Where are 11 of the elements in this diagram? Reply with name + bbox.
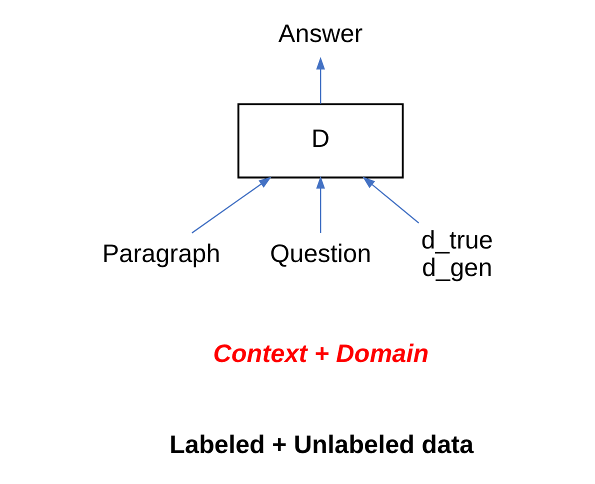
node-text: Answer (278, 20, 363, 48)
label: Context + Domain (213, 340, 429, 368)
arrow (316, 56, 326, 104)
arrow (192, 176, 272, 234)
label: Labeled + Unlabeled data (169, 431, 474, 460)
node-text: Paragraph (102, 240, 220, 268)
arrow (362, 176, 420, 224)
node-box: D (237, 103, 404, 178)
node-text: d_true d_gen (421, 226, 493, 282)
node-text: Question (270, 240, 372, 268)
arrow (316, 176, 326, 233)
